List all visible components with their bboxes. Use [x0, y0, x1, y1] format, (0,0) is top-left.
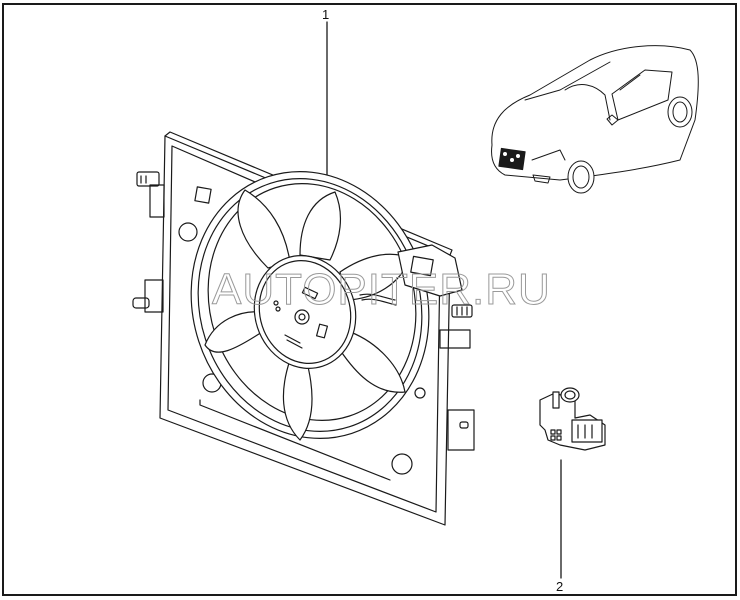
- fan-resistor-connector[interactable]: [539, 387, 606, 451]
- callout-2-label[interactable]: 2: [556, 579, 564, 594]
- motor-hub: [253, 255, 357, 369]
- right-mount-tab: [439, 329, 475, 451]
- fan-motor-connector: [397, 244, 473, 318]
- fan-blades: [204, 189, 411, 441]
- left-mount-tab-upper: [136, 171, 165, 218]
- left-mount-tab-lower: [132, 279, 164, 313]
- car-thumbnail: [491, 45, 699, 194]
- watermark-text: AUTOPITER.RU: [212, 265, 551, 314]
- callout-1-label[interactable]: 1: [322, 7, 330, 22]
- radiator-fan-assembly[interactable]: [132, 131, 475, 526]
